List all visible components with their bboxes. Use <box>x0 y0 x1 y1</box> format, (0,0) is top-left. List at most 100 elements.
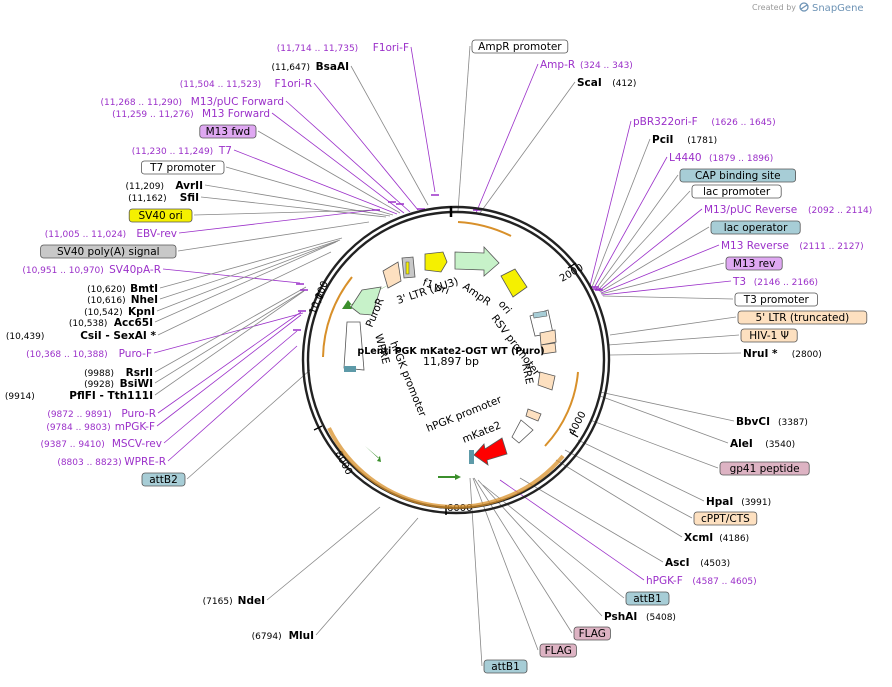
leader-line <box>598 208 703 292</box>
primer-range: (10,368 .. 10,388) <box>26 350 107 360</box>
right-label-19: gp41 peptide <box>719 461 810 476</box>
feature-box-label: gp41 peptide <box>730 463 800 475</box>
enzyme-position: (10,439) <box>6 332 45 342</box>
right-label-15: HIV-1 Ψ <box>740 328 798 343</box>
feature-rre <box>537 371 556 391</box>
arrow-mark <box>438 474 461 480</box>
leader-line <box>599 395 729 444</box>
enzyme-name: Acc65I <box>114 317 153 329</box>
feature-cppt <box>525 408 542 422</box>
primer-range: (11,504 .. 11,523) <box>180 80 261 90</box>
leader-line <box>599 391 735 422</box>
left-label-28: NdeI(7165) <box>203 595 265 607</box>
right-label-1: Amp-R(324 .. 343) <box>540 59 633 71</box>
feature-box <box>710 220 801 235</box>
feature-box <box>483 659 528 674</box>
feature-box-label: lac operator <box>724 222 788 234</box>
left-label-29: MluI(6794) <box>252 630 314 642</box>
feature-box-label: attB1 <box>633 593 662 605</box>
enzyme-name: NruI * <box>743 348 778 360</box>
feature-box-label: M13 rev <box>733 258 776 270</box>
left-label-6: T7 (11,230 .. 11,249) <box>132 145 232 157</box>
primer-range: (9872 .. 9891) <box>47 410 111 420</box>
feature-puror <box>350 286 382 316</box>
enzyme-name: RsrII <box>126 367 153 379</box>
feature-box <box>625 591 670 606</box>
right-label-26: PshAI(5408) <box>604 611 676 623</box>
enzyme-position: (4503) <box>700 559 730 569</box>
leader-line <box>555 459 683 538</box>
leader-line <box>157 251 332 336</box>
feature-box <box>737 310 868 325</box>
label-ampr: AmpR <box>460 281 493 309</box>
left-label-21: BsiWI(9928) <box>84 378 153 390</box>
enzyme-name: NdeI <box>238 595 265 607</box>
enzyme-position: (10,538) <box>69 319 108 329</box>
right-label-3: pBR322ori-F(1626 .. 1645) <box>633 116 776 128</box>
leader-line <box>600 244 720 294</box>
orf-arc <box>544 371 579 447</box>
leader-line <box>156 314 302 427</box>
right-label-25: attB1 <box>625 591 670 606</box>
leader-line <box>313 82 419 211</box>
tick-mark <box>569 431 579 438</box>
feature-box-label: attB1 <box>491 661 520 673</box>
orf-arc <box>322 276 353 358</box>
primer-name: F1ori-F <box>373 42 409 54</box>
feature-wpre <box>343 321 365 371</box>
enzyme-position: (10,620) <box>87 285 126 295</box>
feature-ltr <box>382 261 402 289</box>
feature-sv40-ori <box>405 261 410 275</box>
feature-box-label: T3 promoter <box>743 294 810 306</box>
feature-glyphs <box>343 245 557 466</box>
enzyme-name: HpaI <box>706 496 733 508</box>
primer-name: T7 <box>218 145 232 157</box>
right-label-29: attB1 <box>483 659 528 674</box>
primer-name: M13/pUC Forward <box>191 96 284 108</box>
right-label-22: XcmI(4186) <box>684 532 749 544</box>
leader-line <box>607 334 740 346</box>
enzyme-name: PshAI <box>604 611 637 623</box>
leader-line <box>472 477 539 651</box>
leader-line <box>602 295 734 300</box>
feature-box <box>471 39 569 54</box>
right-label-11: M13 rev <box>725 256 783 271</box>
green-arrows <box>342 282 461 480</box>
enzyme-name: PflFI - Tth111I <box>69 390 153 402</box>
leader-line <box>410 46 436 193</box>
primer-range: (1879 .. 1896) <box>709 154 773 164</box>
feature-lac <box>532 310 548 319</box>
leader-line <box>233 149 398 215</box>
primer-range: (11,230 .. 11,249) <box>132 147 213 157</box>
leader-line <box>599 226 710 293</box>
leader-line <box>159 237 343 289</box>
orf-arc-long <box>327 427 565 509</box>
feature-box-label: FLAG <box>545 645 572 657</box>
enzyme-position: (3540) <box>765 440 795 450</box>
enzyme-name: KpnI <box>128 306 155 318</box>
left-label-18: CsiI - SexAI *(10,439) <box>6 330 157 342</box>
leader-line <box>601 280 732 296</box>
feature-box-label: T7 promoter <box>149 162 216 174</box>
right-label-17: BbvCI(3387) <box>736 416 808 428</box>
leader-line <box>159 239 341 300</box>
feature-box-label: SV40 poly(A) signal <box>57 246 160 258</box>
left-label-15: NheI(10,616) <box>87 294 158 306</box>
primer-name: M13/pUC Reverse <box>704 204 797 216</box>
leader-line <box>577 439 705 502</box>
label-rre: RRE <box>519 362 535 385</box>
left-label-1: BsaAI(11,647) <box>271 61 349 73</box>
feature-box <box>141 472 186 487</box>
feature-box-label: FLAG <box>579 628 606 640</box>
left-label-14: BmtI (10,620) <box>87 283 158 295</box>
feature-box <box>539 643 577 658</box>
enzyme-position: (4186) <box>719 534 749 544</box>
enzyme-name: BmtI <box>130 283 158 295</box>
primer-range: (9387 .. 9410) <box>41 440 105 450</box>
primer-range: (2111 .. 2127) <box>799 242 863 252</box>
leader-line <box>593 156 668 289</box>
leader-line <box>257 130 401 214</box>
left-label-25: MSCV-rev(9387 .. 9410) <box>41 438 162 450</box>
leader-line <box>315 517 419 636</box>
feature-box-label: cPPT/CTS <box>701 513 750 525</box>
